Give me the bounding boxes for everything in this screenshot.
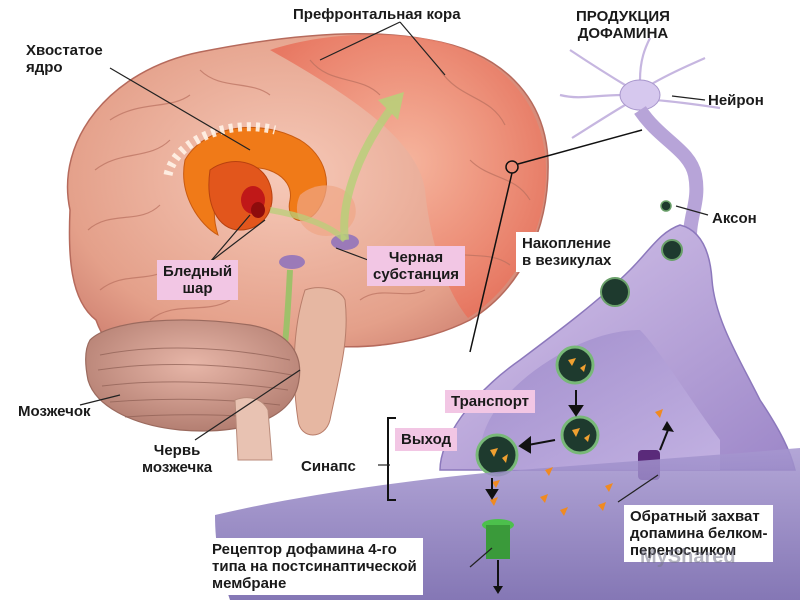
- label-neuron: Нейрон: [708, 92, 764, 109]
- label-dopamine-production: ПРОДУКЦИЯ ДОФАМИНА: [576, 8, 670, 42]
- axon-vesicle: [600, 277, 630, 307]
- dopamine-receptor: [486, 525, 510, 559]
- vesicle-group: [475, 345, 600, 477]
- terminal-cutaway: [480, 330, 720, 470]
- label-vesicle-accumulation: Накопление в везикулах: [516, 232, 618, 272]
- label-caudate-nucleus: Хвостатое ядро: [26, 42, 103, 76]
- leader-lines: [79, 21, 709, 568]
- watermark: MyShared: [640, 546, 736, 568]
- release-arrows: [485, 478, 499, 500]
- substantia-nigra: [331, 234, 359, 250]
- label-vermis: Червь мозжечка: [142, 442, 213, 476]
- caudate-nucleus: [183, 127, 327, 237]
- prefrontal-cortex: [270, 34, 547, 318]
- neuron-dendrites: [559, 37, 721, 139]
- pathway-arrowhead: [378, 92, 404, 120]
- transport-arrows: [518, 390, 584, 454]
- spinal-cord: [234, 397, 273, 461]
- internal-capsule: [163, 122, 277, 177]
- substantia-nigra-2: [279, 255, 305, 269]
- vesicle: [560, 415, 600, 455]
- axon-shaft: [634, 105, 704, 236]
- globus-pallidus-inner: [251, 202, 265, 218]
- label-reuptake: Обратный захват допамина белком- перенос…: [624, 505, 774, 562]
- vesicle: [555, 345, 595, 385]
- label-globus-pallidus: Бледный шар: [157, 260, 239, 300]
- neuron-soma: [619, 79, 661, 111]
- label-synapse: Синапс: [295, 455, 362, 478]
- label-axon: Аксон: [712, 210, 757, 227]
- zoom-line: [469, 172, 513, 353]
- label-prefrontal-cortex: Префронтальная кора: [293, 6, 461, 23]
- synapse-bracket: [387, 417, 396, 501]
- label-cerebellum: Мозжечок: [18, 403, 91, 420]
- cerebellum-folia: [97, 347, 293, 419]
- dopamine-pathway: [340, 107, 394, 241]
- label-release: Выход: [395, 428, 458, 451]
- axon-vesicle: [660, 200, 672, 212]
- vesicle-release: [475, 433, 519, 477]
- reuptake-arrow: [659, 429, 669, 451]
- dopamine-pathway-2: [269, 207, 348, 243]
- brainstem: [293, 287, 347, 436]
- label-receptor: Рецептор дофамина 4-го типа на постсинап…: [206, 538, 423, 595]
- axon-vesicle: [661, 239, 683, 261]
- label-transport: Транспорт: [445, 390, 536, 413]
- zoom-line: [517, 129, 643, 165]
- label-substantia-nigra: Черная субстанция: [367, 246, 466, 286]
